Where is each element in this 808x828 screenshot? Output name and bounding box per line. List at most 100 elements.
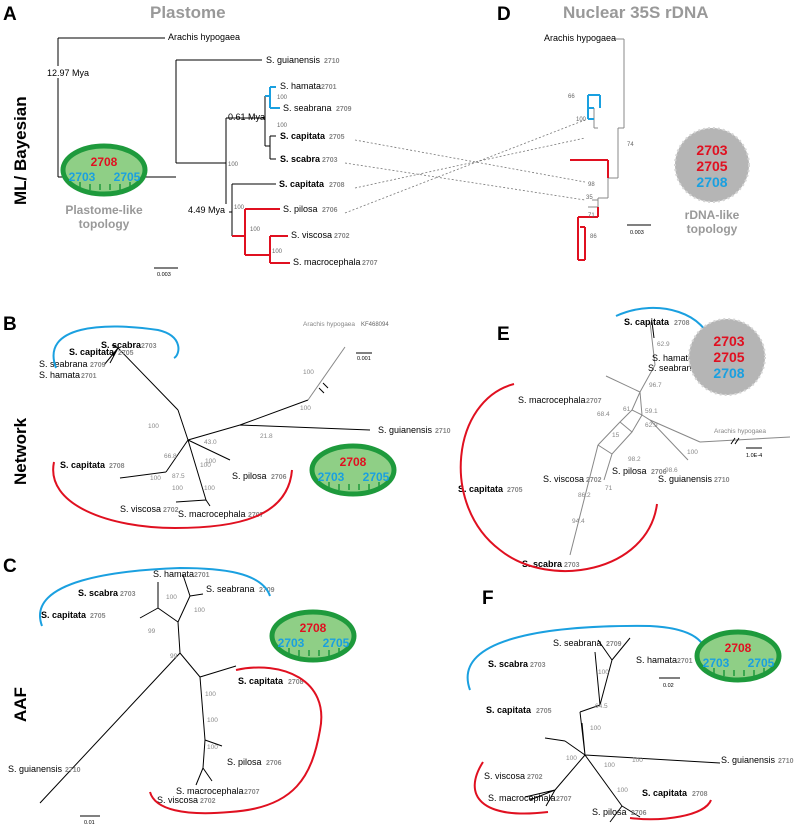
- code-2702-e: 2702: [586, 477, 602, 484]
- taxon-hamata-a: S. hamata: [280, 81, 321, 91]
- legend-a-2705: 2705: [114, 170, 141, 184]
- support-e3: 68.4: [597, 411, 610, 418]
- code-2710-f: 2710: [778, 758, 794, 765]
- support-f4: 100: [566, 755, 577, 762]
- taxon-capitata-2705-b: S. capitata: [69, 347, 115, 357]
- support-a2: 100: [277, 123, 288, 129]
- support-b7: 100: [200, 462, 211, 469]
- legend-a-caption-1: Plastome-like: [65, 203, 143, 217]
- legend-d-caption-1: rDNA-like: [685, 208, 740, 222]
- taxon-capitata-2708-a: S. capitata: [279, 179, 325, 189]
- legend-e-2705: 2705: [713, 349, 744, 365]
- code-2710-e: 2710: [714, 477, 730, 484]
- taxon-scabra-a: S. scabra: [280, 154, 321, 164]
- support-c7: 100: [207, 744, 218, 751]
- code-2702-b: 2702: [163, 507, 179, 514]
- code-2703-f: 2703: [530, 662, 546, 669]
- support-b3: 21.8: [260, 433, 273, 440]
- support-b11: 100: [172, 485, 183, 492]
- legend-d-2708: 2708: [696, 174, 727, 190]
- plastome-legend-b: 2708 2703 2705: [309, 443, 397, 497]
- taxon-capitata-2708-b: S. capitata: [60, 460, 106, 470]
- support-e9: 98.2: [628, 456, 641, 463]
- support-e4: 61: [623, 406, 631, 413]
- support-b1: 100: [303, 369, 314, 376]
- legend-f-2703: 2703: [703, 656, 730, 670]
- code-2702-c: 2702: [200, 798, 216, 805]
- support-b8: 87.5: [172, 473, 185, 480]
- legend-a-2703: 2703: [69, 170, 96, 184]
- code-2703-c: 2703: [120, 591, 136, 598]
- taxon-arachis-e: Arachis hypogaea: [714, 428, 766, 435]
- code-2710-b: 2710: [435, 428, 451, 435]
- legend-f-2705: 2705: [748, 656, 775, 670]
- legend-b-2705: 2705: [363, 470, 390, 484]
- code-2701-b: 2701: [81, 373, 97, 380]
- plastome-legend-f: 2708 2703 2705: [694, 629, 782, 683]
- support-f2: 64.5: [595, 703, 608, 710]
- taxon-seabrana-a: S. seabrana: [283, 103, 332, 113]
- code-2707-e: 2707: [586, 398, 602, 405]
- taxon-hamata-e: S. hamata: [652, 353, 693, 363]
- legend-c-2705: 2705: [323, 636, 350, 650]
- support-d7: 86: [590, 234, 597, 240]
- taxon-pilosa-c: S. pilosa: [227, 757, 262, 767]
- code-2706-b: 2706: [271, 474, 287, 481]
- taxon-guianensis-b: S. guianensis: [378, 425, 433, 435]
- taxon-scabra-e: S. scabra: [522, 559, 563, 569]
- support-f6: 100: [632, 757, 643, 764]
- support-b4: 43.0: [204, 439, 217, 446]
- legend-e-2703: 2703: [713, 333, 744, 349]
- code-2710-c: 2710: [65, 767, 81, 774]
- taxon-macrocephala-a: S. macrocephala: [293, 257, 361, 267]
- support-a4: 100: [234, 205, 245, 211]
- plastome-aaf-tree: S. hamata 2701 S. scabra 2703 S. seabran…: [8, 566, 323, 826]
- code-2705-b: 2705: [118, 350, 134, 357]
- code-2701-a: 2701: [321, 84, 337, 91]
- support-d2: 100: [576, 117, 587, 123]
- rdna-legend-e: 2703 2705 2708: [688, 318, 766, 396]
- support-b9: 100: [205, 458, 216, 465]
- taxon-hamata-f: S. hamata: [636, 655, 677, 665]
- panel-label-c: C: [3, 556, 17, 577]
- taxon-scabra-f: S. scabra: [488, 659, 529, 669]
- rdna-tree: Arachis hypogaea 66 100 74 98 35 71 86 0…: [544, 33, 651, 261]
- code-2706-f: 2706: [631, 810, 647, 817]
- taxon-guianensis-a: S. guianensis: [266, 55, 321, 65]
- row-label-ml-bayesian: ML/ Bayesian: [11, 96, 30, 205]
- taxon-hamata-c: S. hamata: [153, 569, 194, 579]
- support-d4: 98: [588, 182, 595, 188]
- taxon-viscosa-f: S. viscosa: [484, 771, 525, 781]
- taxon-scabra-c: S. scabra: [78, 588, 119, 598]
- taxon-capitata-2708-c: S. capitata: [238, 676, 284, 686]
- accession-arachis-b: KF468094: [361, 322, 389, 328]
- code-2709-b: 2709: [90, 362, 106, 369]
- code-2705-e: 2705: [507, 487, 523, 494]
- support-f3: 100: [590, 725, 601, 732]
- taxon-capitata-2705-c: S. capitata: [41, 610, 87, 620]
- support-e7: 100: [687, 449, 698, 456]
- code-2707-a: 2707: [362, 260, 378, 267]
- legend-d-2705: 2705: [696, 158, 727, 174]
- taxon-seabrana-b: S. seabrana: [39, 359, 88, 369]
- support-a6: 100: [272, 249, 283, 255]
- code-2708-c: 2708: [288, 679, 304, 686]
- taxon-guianensis-e: S. guianensis: [658, 474, 713, 484]
- support-f1: 100: [598, 669, 609, 676]
- panel-label-e: E: [497, 324, 510, 345]
- code-2708-b: 2708: [109, 463, 125, 470]
- support-e6: 62.9: [645, 422, 658, 429]
- code-2708-e: 2708: [674, 320, 690, 327]
- legend-b-2708: 2708: [340, 455, 367, 469]
- code-2703-a: 2703: [322, 157, 338, 164]
- support-e10: 98.6: [665, 467, 678, 474]
- support-a3: 100: [228, 162, 239, 168]
- taxon-macrocephala-e: S. macrocephala: [518, 395, 586, 405]
- date-4-49: 4.49 Mya: [188, 205, 225, 215]
- panel-label-a: A: [3, 4, 17, 25]
- legend-d-2703: 2703: [696, 142, 727, 158]
- tanglegram-connectors: [344, 119, 586, 214]
- support-e13: 94.4: [572, 518, 585, 525]
- support-e5: 59.1: [645, 408, 658, 415]
